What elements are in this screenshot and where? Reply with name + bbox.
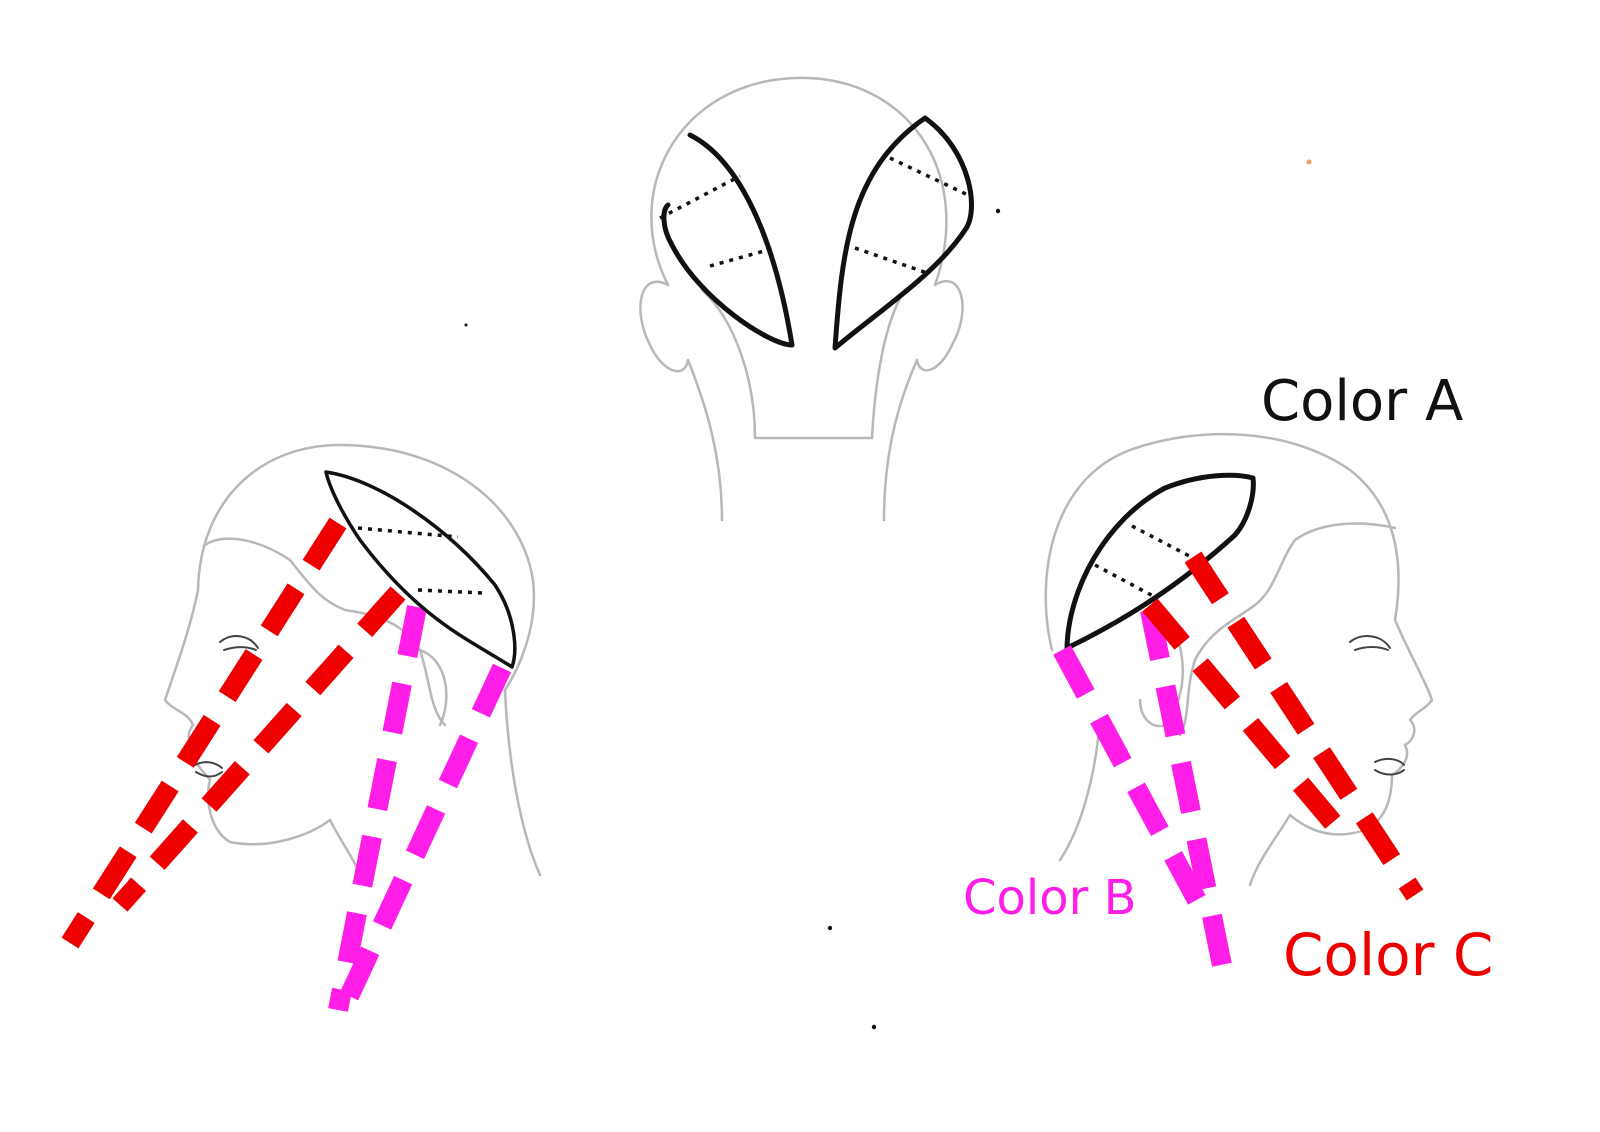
- back-left-section: [661, 132, 795, 348]
- speck-4: [871, 1024, 877, 1030]
- speck-2: [464, 323, 468, 327]
- right-lips: [1374, 757, 1405, 776]
- left-subsection-bottom: [417, 588, 484, 595]
- back-neck-left: [686, 358, 724, 522]
- left-lips: [194, 761, 223, 778]
- right-color-c-stripe-2: [1184, 551, 1424, 901]
- right-color-b-stripe-1: [1053, 645, 1214, 920]
- speck-orange: [1306, 159, 1312, 165]
- right-profile-head: [1044, 432, 1434, 992]
- back-left-subsection-top: [659, 174, 741, 220]
- back-right-ear: [915, 279, 964, 372]
- left-face-profile: [163, 588, 332, 846]
- right-subsection-bottom: [1094, 563, 1156, 599]
- right-neck-front: [1248, 813, 1292, 887]
- back-left-subsection-bottom: [709, 246, 776, 268]
- label-color-b: Color B: [963, 870, 1137, 926]
- speck-1: [995, 208, 1001, 214]
- left-neck-back: [503, 688, 542, 877]
- label-color-c: Color C: [1283, 921, 1493, 989]
- back-right-subsection-top: [889, 156, 971, 198]
- right-color-a-section: [1064, 472, 1256, 651]
- right-color-b-stripe-2: [1140, 608, 1237, 992]
- back-neck-right: [882, 358, 919, 522]
- back-view-head: [639, 76, 974, 522]
- stray-specks: [464, 159, 1312, 1030]
- back-left-ear: [639, 280, 690, 373]
- label-color-a: Color A: [1261, 369, 1463, 434]
- right-neck-back: [1058, 718, 1102, 862]
- back-right-section: [832, 115, 974, 351]
- right-head-outline: [1044, 432, 1400, 652]
- left-ear: [418, 648, 448, 727]
- left-subsection-top: [357, 526, 459, 539]
- left-color-b-stripe-1: [328, 605, 427, 1012]
- left-hairline: [203, 537, 447, 727]
- left-color-c-stripe-2: [112, 586, 406, 912]
- right-eye: [1349, 635, 1391, 651]
- back-head-outline: [650, 76, 948, 287]
- left-color-a-section: [324, 470, 517, 669]
- left-profile-head: [61, 443, 542, 1012]
- right-color-c-stripe-1: [1142, 598, 1343, 832]
- left-eye: [219, 635, 259, 651]
- speck-3: [827, 925, 833, 931]
- left-color-b-stripe-2: [335, 663, 512, 1010]
- back-right-subsection-bottom: [854, 246, 931, 276]
- left-head-outline: [196, 443, 536, 692]
- right-subsection-top: [1131, 524, 1198, 562]
- right-hairline: [1178, 522, 1397, 737]
- back-hairline: [700, 288, 907, 440]
- left-color-c-stripe-1: [61, 517, 347, 949]
